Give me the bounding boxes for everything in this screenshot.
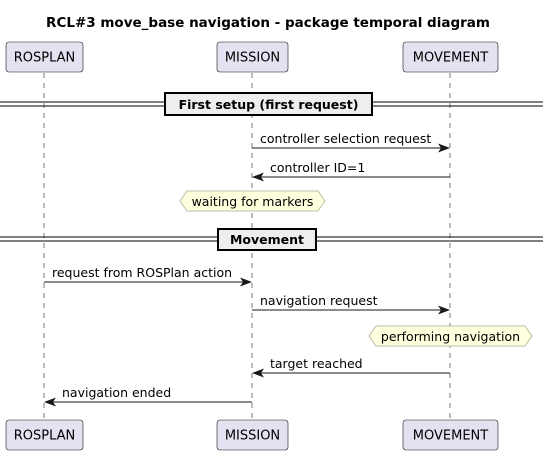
section-label: Movement [230,232,304,247]
participant-label: MISSION [225,51,280,66]
message-navigation-ended: navigation ended [44,385,252,407]
message-controller-selection-request: controller selection request [252,131,450,153]
message-label: navigation ended [62,385,171,400]
participant-mission-bottom: MISSION [216,419,289,451]
participant-label: MOVEMENT [413,429,488,444]
diagram-title: RCL#3 move_base navigation - package tem… [46,15,490,31]
participant-rosplan-top: ROSPLAN [5,41,84,73]
participant-label: MOVEMENT [413,51,488,66]
section-label: First setup (first request) [179,97,359,112]
section-divider-movement: Movement [0,228,543,251]
message-label: request from ROSPlan action [52,265,232,280]
message-label: navigation request [260,293,378,308]
participant-label: MISSION [225,429,280,444]
message-label: controller ID=1 [270,160,365,175]
participant-label: ROSPLAN [14,429,76,444]
note-label: performing navigation [381,329,520,344]
message-request-from-rosplan: request from ROSPlan action [44,265,252,287]
participant-movement-bottom: MOVEMENT [402,419,499,451]
message-controller-id: controller ID=1 [252,160,450,182]
participant-mission-top: MISSION [216,41,289,73]
participant-movement-top: MOVEMENT [402,41,499,73]
note-label: waiting for markers [192,194,314,209]
message-label: controller selection request [260,131,431,146]
participant-rosplan-bottom: ROSPLAN [5,419,84,451]
message-label: target reached [270,356,363,371]
section-divider-first-setup: First setup (first request) [0,92,543,116]
message-target-reached: target reached [252,356,450,378]
note-waiting-for-markers: waiting for markers [179,190,326,212]
note-performing-navigation: performing navigation [368,325,533,347]
participant-label: ROSPLAN [14,51,76,66]
message-navigation-request: navigation request [252,293,450,315]
